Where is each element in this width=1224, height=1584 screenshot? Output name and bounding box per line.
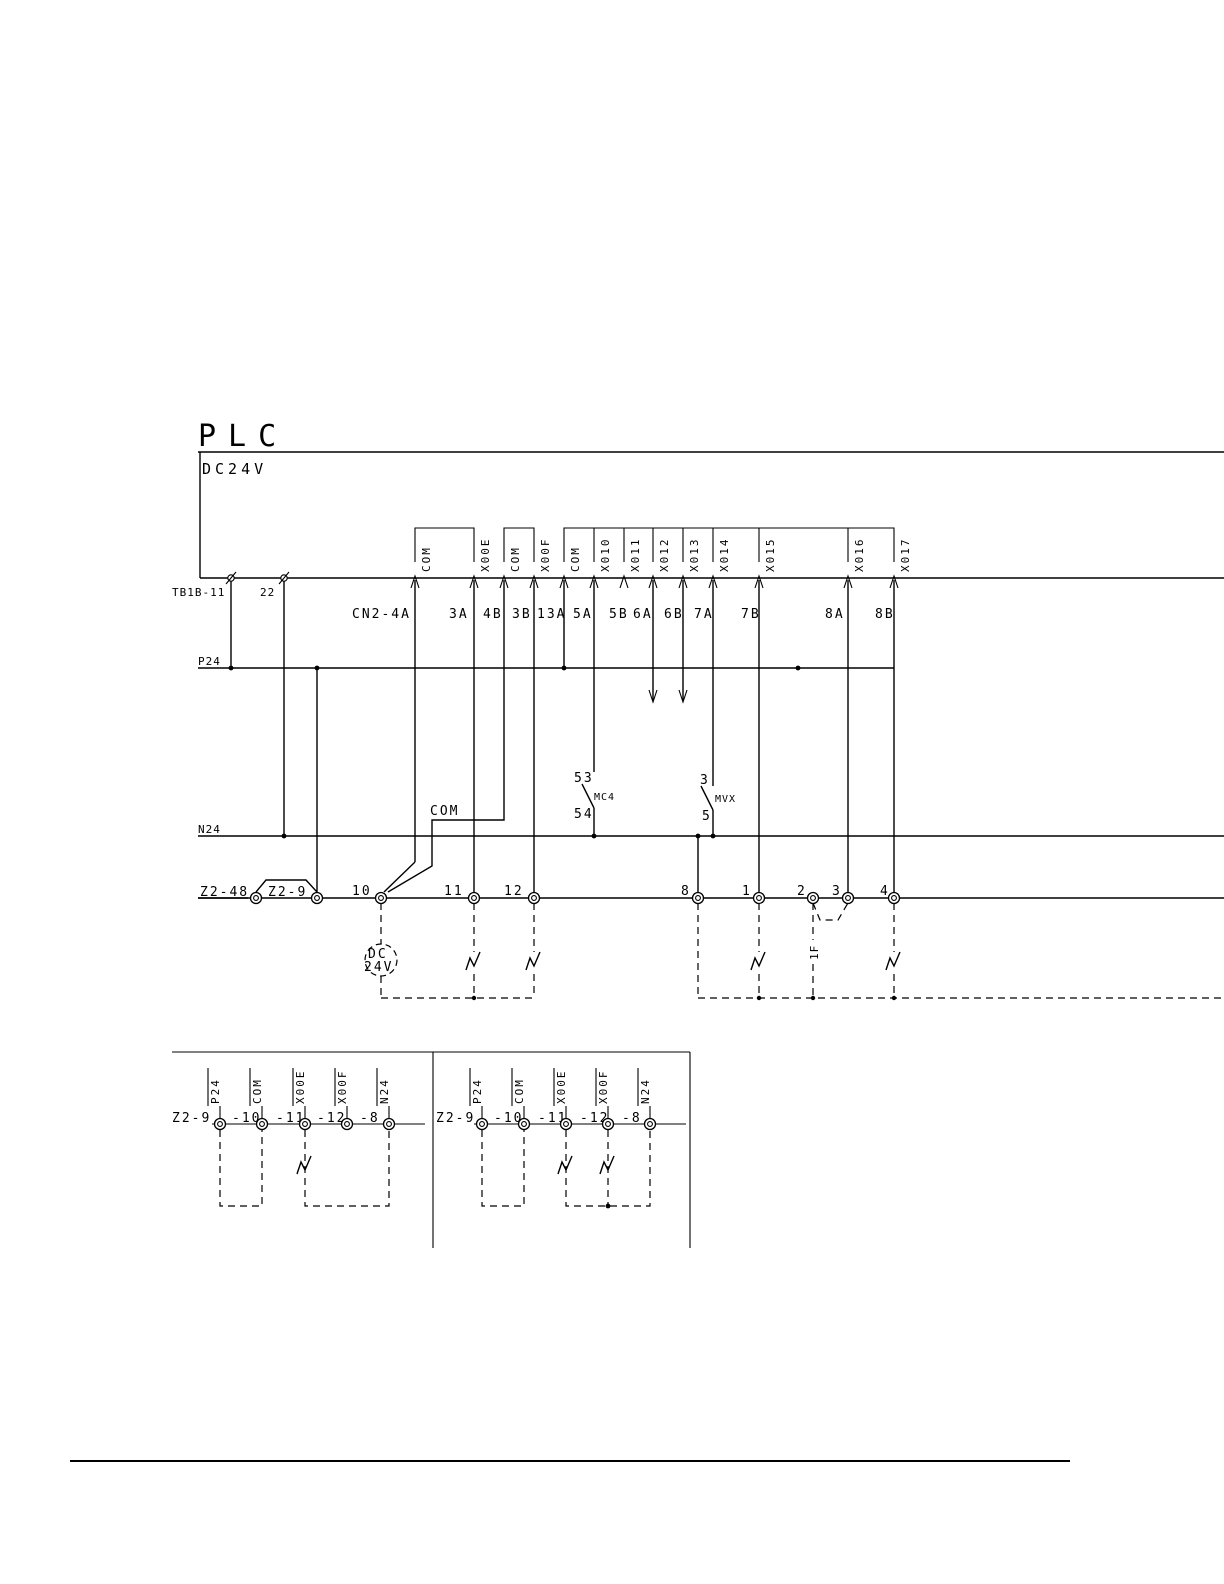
- terminal-11-label: 11: [444, 884, 464, 899]
- detail-signal-label: COM: [513, 1078, 526, 1104]
- detail-terminal-symbol: [257, 1119, 268, 1130]
- terminal-2-label: 2: [797, 884, 807, 899]
- detail-terminal-label: -8: [622, 1111, 642, 1126]
- plc-input-label: X017: [899, 538, 912, 573]
- z2-9-label: Z2-9: [268, 885, 307, 900]
- plc-input-label: X00E: [479, 538, 492, 573]
- detail-signal-label: X00E: [555, 1070, 568, 1105]
- wire-number-label: 5B: [609, 607, 629, 622]
- plc-input-label: COM: [569, 546, 582, 572]
- terminal-symbol: [808, 893, 819, 904]
- wire-number-label: 8B: [875, 607, 895, 622]
- terminal-1-label: 1: [742, 884, 752, 899]
- detail-signal-label: N24: [639, 1078, 652, 1104]
- mc4-contact: [582, 784, 594, 808]
- plc-input-label: X012: [658, 538, 671, 573]
- terminal-symbol: [843, 893, 854, 904]
- plc-input-label: COM: [509, 546, 522, 572]
- switch-11: [466, 952, 480, 970]
- tb-label: TB1B-11: [172, 586, 225, 599]
- wire-number-label: 13A: [537, 607, 566, 622]
- mvx-contact: [701, 786, 713, 810]
- plc-input-label: X011: [629, 538, 642, 573]
- detail-terminal-label: -8: [360, 1111, 380, 1126]
- detail-signal-label: P24: [209, 1078, 222, 1104]
- detail-terminal-symbol: [342, 1119, 353, 1130]
- detail-terminal-symbol: [215, 1119, 226, 1130]
- terminal-12-label: 12: [504, 884, 524, 899]
- terminal-symbol: [376, 893, 387, 904]
- plc-input-label: X015: [764, 538, 777, 573]
- wire-number-label: CN2-4A: [352, 607, 411, 622]
- terminal-symbol: [312, 893, 323, 904]
- terminal-symbol: [754, 893, 765, 904]
- terminal-symbol: [251, 893, 262, 904]
- terminal-symbol: [693, 893, 704, 904]
- wire-number-label: 6A: [633, 607, 653, 622]
- detail-signal-label: P24: [471, 1078, 484, 1104]
- wire-number-label: 3A: [449, 607, 469, 622]
- terminal-symbol: [469, 893, 480, 904]
- plc-title: PLC: [198, 419, 288, 454]
- tb2-label: 22: [260, 586, 275, 599]
- wire-number-label: 3B: [512, 607, 532, 622]
- mc4-top-label: 53: [574, 771, 594, 786]
- p24-bus-label: P24: [198, 655, 221, 668]
- plc-input-label: X00F: [539, 538, 552, 573]
- switch-1: [751, 952, 765, 970]
- detail-signal-label: N24: [378, 1078, 391, 1104]
- detail-signal-label: X00E: [294, 1070, 307, 1105]
- mvx-bottom-label: 5: [702, 809, 712, 824]
- detail-signal-label: COM: [251, 1078, 264, 1104]
- detail-terminal-symbol: [561, 1119, 572, 1130]
- mc4-bottom-label: 54: [574, 807, 594, 822]
- wire-number-label: 6B: [664, 607, 684, 622]
- detail-terminal-label: Z2-9: [172, 1111, 211, 1126]
- mvx-name: MVX: [715, 794, 736, 805]
- switch-12: [526, 952, 540, 970]
- plc-supply-label: DC24V: [202, 460, 267, 478]
- detail-signal-label: X00F: [336, 1070, 349, 1105]
- detail-terminal-symbol: [645, 1119, 656, 1130]
- mvx-top-label: 3: [700, 773, 710, 788]
- detail-panel-2: P24COMX00EX00FN24Z2-9-10-11-12-8: [436, 1068, 686, 1208]
- detail-terminal-symbol: [300, 1119, 311, 1130]
- plc-input-label: COM: [420, 546, 433, 572]
- dc-source-line2: 24V: [364, 960, 393, 975]
- detail-signal-label: X00F: [597, 1070, 610, 1105]
- terminal-3-label: 3: [832, 884, 842, 899]
- wire-number-label: 7A: [694, 607, 714, 622]
- detail-terminal-symbol: [603, 1119, 614, 1130]
- wire-number-label: 5A: [573, 607, 593, 622]
- terminal-8-label: 8: [681, 884, 691, 899]
- terminal-symbol: [529, 893, 540, 904]
- wire-number-label: 8A: [825, 607, 845, 622]
- detail-terminal-symbol: [519, 1119, 530, 1130]
- plc-input-label: X013: [688, 538, 701, 573]
- z2-48-label: Z2-48: [200, 885, 249, 900]
- n24-bus-label: N24: [198, 823, 221, 836]
- wire-number-label: 4B: [483, 607, 503, 622]
- detail-terminal-label: Z2-9: [436, 1111, 475, 1126]
- wire-number-label: 7B: [741, 607, 761, 622]
- mc4-name: MC4: [594, 792, 615, 803]
- terminal-10-label: 10: [352, 884, 372, 899]
- plc-input-label: X010: [599, 538, 612, 573]
- com-wire-label: COM: [430, 804, 459, 819]
- plc-input-label: X014: [718, 538, 731, 573]
- plc-input-label: X016: [853, 538, 866, 573]
- detail-terminal-symbol: [384, 1119, 395, 1130]
- switch-4: [886, 952, 900, 970]
- terminal-symbol: [889, 893, 900, 904]
- switch-1f-label: 1F: [808, 945, 821, 960]
- detail-terminal-symbol: [477, 1119, 488, 1130]
